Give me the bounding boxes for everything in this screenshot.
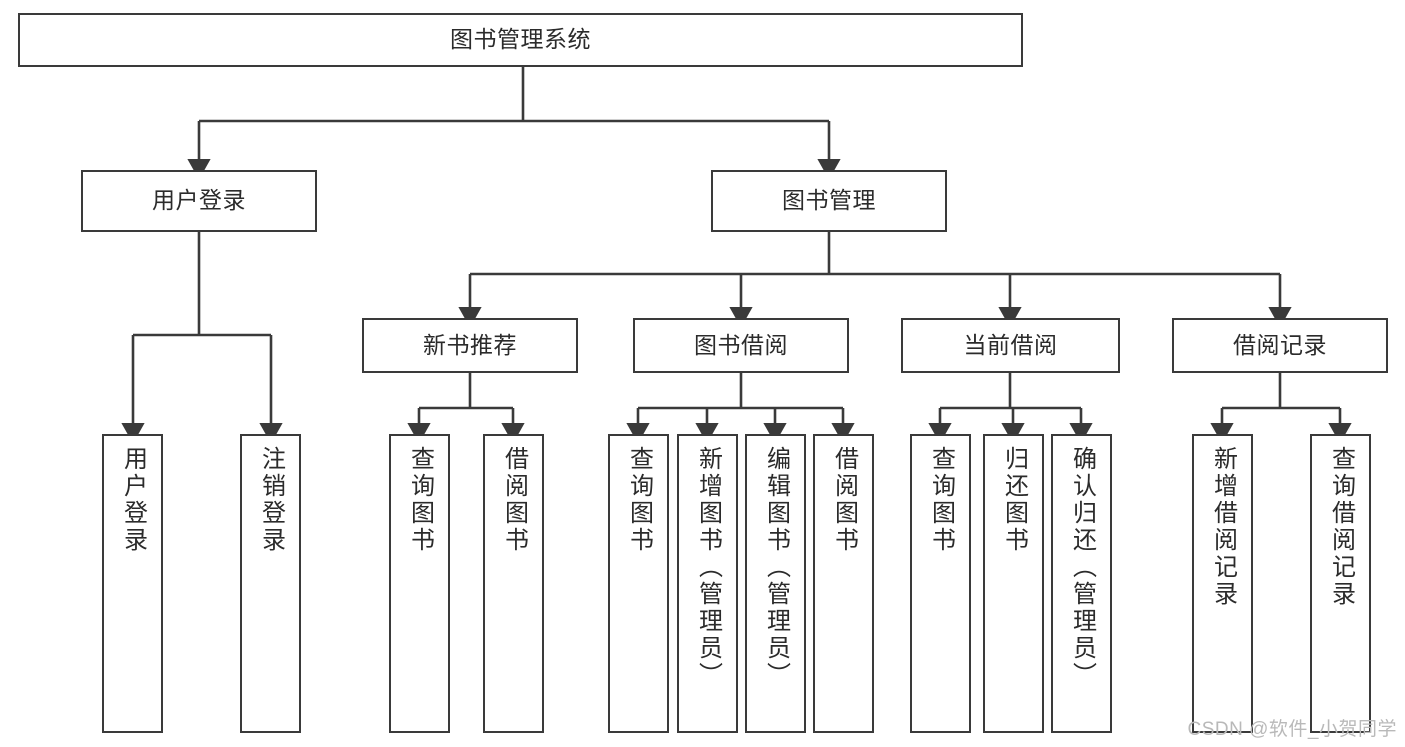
node-leaf-query-record[interactable]: 查询借阅记录	[1310, 434, 1371, 733]
node-leaf-add-book-label: 新增图书（管理员）	[694, 446, 722, 689]
csdn-watermark: CSDN @软件_小贺同学	[1187, 719, 1397, 740]
node-root[interactable]: 图书管理系统	[18, 13, 1023, 67]
node-leaf-query-record-label: 查询借阅记录	[1327, 446, 1355, 608]
node-leaf-add-record[interactable]: 新增借阅记录	[1192, 434, 1253, 733]
node-book-borrow[interactable]: 图书借阅	[633, 318, 849, 373]
node-book-manage-label: 图书管理	[782, 187, 876, 214]
node-new-book-recommend[interactable]: 新书推荐	[362, 318, 578, 373]
node-leaf-logout-label: 注销登录	[257, 446, 285, 554]
node-leaf-borrow-book-1-label: 借阅图书	[500, 446, 528, 554]
node-leaf-confirm-return[interactable]: 确认归还（管理员）	[1051, 434, 1112, 733]
node-leaf-return-book-label: 归还图书	[1000, 446, 1028, 554]
node-leaf-query-book-2-label: 查询图书	[625, 446, 653, 554]
node-book-borrow-label: 图书借阅	[694, 331, 788, 358]
node-current-borrow-label: 当前借阅	[963, 331, 1058, 358]
node-leaf-borrow-book-2-label: 借阅图书	[830, 446, 858, 554]
node-borrow-record-label: 借阅记录	[1233, 331, 1327, 358]
node-leaf-query-book-1-label: 查询图书	[406, 446, 434, 554]
node-new-book-recommend-label: 新书推荐	[423, 331, 517, 358]
node-leaf-borrow-book-2[interactable]: 借阅图书	[813, 434, 874, 733]
node-leaf-user-login-label: 用户登录	[119, 446, 147, 554]
node-leaf-query-book-3[interactable]: 查询图书	[910, 434, 971, 733]
node-leaf-confirm-return-label: 确认归还（管理员）	[1068, 446, 1096, 689]
node-leaf-logout[interactable]: 注销登录	[240, 434, 301, 733]
node-leaf-add-record-label: 新增借阅记录	[1209, 446, 1237, 608]
node-leaf-query-book-1[interactable]: 查询图书	[389, 434, 450, 733]
node-user-login-label: 用户登录	[152, 187, 246, 214]
node-leaf-query-book-3-label: 查询图书	[927, 446, 955, 554]
node-book-manage[interactable]: 图书管理	[711, 170, 947, 232]
node-leaf-return-book[interactable]: 归还图书	[983, 434, 1044, 733]
node-root-label: 图书管理系统	[450, 26, 591, 53]
node-leaf-user-login[interactable]: 用户登录	[102, 434, 163, 733]
node-user-login[interactable]: 用户登录	[81, 170, 317, 232]
node-leaf-borrow-book-1[interactable]: 借阅图书	[483, 434, 544, 733]
node-borrow-record[interactable]: 借阅记录	[1172, 318, 1388, 373]
node-leaf-edit-book-label: 编辑图书（管理员）	[762, 446, 790, 689]
node-leaf-query-book-2[interactable]: 查询图书	[608, 434, 669, 733]
node-leaf-add-book[interactable]: 新增图书（管理员）	[677, 434, 738, 733]
node-leaf-edit-book[interactable]: 编辑图书（管理员）	[745, 434, 806, 733]
node-current-borrow[interactable]: 当前借阅	[901, 318, 1120, 373]
